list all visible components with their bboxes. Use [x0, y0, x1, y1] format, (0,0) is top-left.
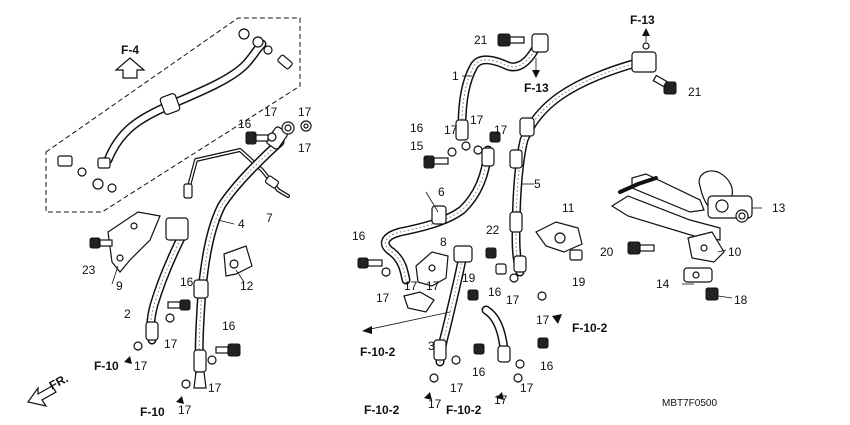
label-4: 4: [238, 217, 245, 231]
label-17m: 17: [506, 293, 520, 307]
ref-f13a: F-13: [630, 13, 655, 27]
ref-f102c: F-10-2: [364, 403, 400, 417]
label-11: 11: [562, 201, 575, 215]
label-17o: 17: [428, 397, 442, 411]
label-16g: 16: [540, 359, 554, 373]
brake-hose-2: [145, 217, 189, 345]
diagram-code: MBT7F0500: [662, 398, 717, 409]
label-1: 1: [452, 69, 459, 83]
leader-lines: [111, 28, 762, 299]
brake-pipe-7: [183, 148, 290, 199]
label-22: 22: [486, 223, 500, 237]
short-hose: [481, 305, 511, 363]
clamp-11: [535, 221, 583, 253]
label-19a: 19: [462, 271, 476, 285]
part-labels: 1 2 3 4 5 6 7 8 9 10 11 12 13 14 15 16 1…: [82, 33, 786, 417]
ref-f102b: F-10-2: [572, 321, 608, 335]
label-9: 9: [116, 279, 123, 293]
label-5: 5: [534, 177, 541, 191]
label-21a: 21: [474, 33, 488, 47]
label-8: 8: [440, 235, 447, 249]
label-21b: 21: [688, 85, 702, 99]
brake-hose-6: [380, 145, 495, 285]
label-17p: 17: [450, 381, 464, 395]
label-17g: 17: [178, 403, 192, 417]
label-17s: 17: [404, 279, 418, 293]
label-3: 3: [428, 339, 435, 353]
ref-f13b: F-13: [524, 81, 549, 95]
bracket-9: [107, 211, 161, 273]
leader-f102a: [365, 311, 451, 331]
brake-hose-3: [433, 245, 473, 367]
label-10: 10: [728, 245, 742, 259]
label-14: 14: [656, 277, 670, 291]
label-2: 2: [124, 307, 131, 321]
ref-f102a: F-10-2: [360, 345, 396, 359]
label-12: 12: [240, 279, 254, 293]
label-16b: 16: [180, 275, 194, 289]
valve-13: [610, 170, 753, 241]
bracket-8: [403, 251, 449, 313]
label-17c: 17: [298, 141, 312, 155]
brake-hose-5: [509, 42, 657, 277]
label-16e: 16: [488, 285, 502, 299]
inset-box: [45, 17, 301, 213]
ref-labels: F-13 F-13 F-10 F-10 F-10-2 F-10-2 F-10-2…: [94, 13, 655, 419]
label-23: 23: [82, 263, 96, 277]
ref-f4: F-4: [121, 43, 139, 57]
label-18: 18: [734, 293, 748, 307]
label-17l: 17: [426, 279, 440, 293]
label-17h: 17: [444, 123, 458, 137]
label-17k: 17: [376, 291, 390, 305]
up-arrow-icon: [114, 57, 146, 79]
label-16d: 16: [352, 229, 366, 243]
label-17q: 17: [494, 393, 508, 407]
label-17j: 17: [494, 123, 508, 137]
clamp-12: [223, 245, 253, 277]
label-17r: 17: [520, 381, 534, 395]
label-16c: 16: [222, 319, 236, 333]
brake-hose-4: [193, 121, 295, 389]
bracket-10: [627, 231, 725, 301]
ref-f10b: F-10: [140, 405, 165, 419]
label-16f: 16: [472, 365, 486, 379]
label-17f: 17: [208, 381, 222, 395]
ref-arrow-f102a: [362, 326, 372, 334]
center-fasteners: [357, 33, 677, 383]
ref-f10a: F-10: [94, 359, 119, 373]
label-17i: 17: [470, 113, 484, 127]
label-16a: 16: [238, 117, 252, 131]
label-13: 13: [772, 201, 786, 215]
label-17d: 17: [164, 337, 178, 351]
inset-hose: [57, 28, 293, 193]
label-16h: 16: [410, 121, 424, 135]
left-fasteners: [89, 120, 312, 389]
label-7: 7: [266, 211, 273, 225]
label-15: 15: [410, 139, 424, 153]
label-17a: 17: [264, 105, 278, 119]
label-17n: 17: [536, 313, 550, 327]
label-19b: 19: [572, 275, 586, 289]
ref-arrows: [124, 314, 562, 404]
label-6: 6: [438, 185, 445, 199]
ref-f102d: F-10-2: [446, 403, 482, 417]
brake-hose-1: [455, 33, 549, 141]
front-arrow-icon: [26, 385, 57, 407]
label-17e: 17: [134, 359, 148, 373]
label-20: 20: [600, 245, 614, 259]
label-17b: 17: [298, 105, 312, 119]
